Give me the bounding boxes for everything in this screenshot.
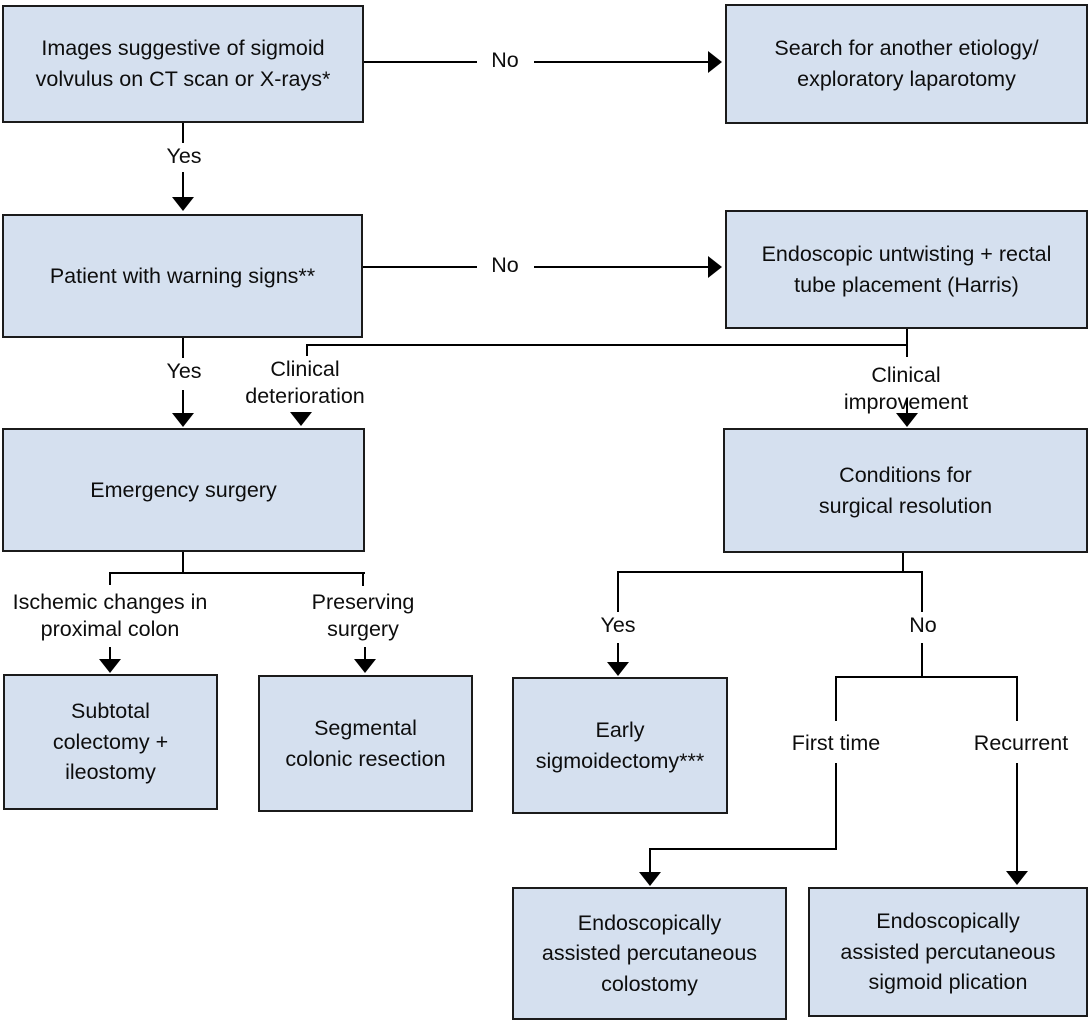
- node-emergency-surgery: Emergency surgery: [2, 428, 365, 552]
- edge-no-to-colostomy: [835, 763, 837, 849]
- edge-conditions-to-early: [617, 643, 619, 662]
- arrowhead-down-icon: [172, 413, 194, 427]
- edge-no-to-colostomy: [649, 848, 837, 850]
- edge-label-yes-conditions: Yes: [600, 613, 636, 637]
- arrowhead-down-icon: [639, 872, 661, 886]
- arrowhead-right-icon: [708, 51, 722, 73]
- edge-no-to-plication: [1016, 676, 1018, 721]
- edge-emergency-branch: [182, 552, 184, 573]
- arrowhead-down-icon: [290, 412, 312, 426]
- edge-label-recurrent: Recurrent: [973, 731, 1069, 755]
- arrowhead-down-icon: [99, 659, 121, 673]
- edge-emergency-to-subtotal: [109, 572, 111, 585]
- edge-conditions-no: [921, 643, 923, 678]
- arrowhead-right-icon: [708, 256, 722, 278]
- edge-no-to-colostomy: [649, 848, 651, 872]
- node-subtotal-colectomy: Subtotal colectomy + ileostomy: [3, 674, 218, 810]
- edge-label-no-imaging: No: [491, 48, 519, 72]
- edge-label-clinical-deterioration: Clinical deterioration: [245, 357, 365, 409]
- edge-imaging-to-search: [364, 61, 477, 63]
- arrowhead-down-icon: [896, 413, 918, 427]
- edge-warning-to-emergency: [182, 390, 184, 413]
- edge-emergency-to-segmental: [364, 647, 366, 659]
- edge-endoscopic-to-conditions: [906, 398, 908, 413]
- edge-emergency-to-subtotal: [109, 647, 111, 659]
- edge-label-yes-imaging: Yes: [166, 144, 202, 168]
- edge-conditions-no: [921, 571, 923, 612]
- edge-no-branch: [836, 676, 1018, 678]
- edge-endoscopic-to-emergency: [306, 344, 308, 356]
- edge-warning-to-endoscopic: [534, 266, 708, 268]
- edge-label-no-conditions: No: [909, 613, 937, 637]
- edge-emergency-branch: [109, 572, 365, 574]
- edge-endoscopic-stem: [906, 329, 908, 357]
- node-segmental-resection: Segmental colonic resection: [258, 675, 473, 812]
- node-early-sigmoidectomy: Early sigmoidectomy***: [512, 677, 728, 814]
- arrowhead-down-icon: [1006, 871, 1028, 885]
- node-endoscopic-untwisting: Endoscopic untwisting + rectal tube plac…: [725, 210, 1088, 329]
- node-sigmoid-plication: Endoscopically assisted percutaneous sig…: [808, 887, 1088, 1017]
- arrowhead-down-icon: [172, 197, 194, 211]
- edge-emergency-to-segmental: [362, 572, 364, 586]
- edge-conditions-to-early: [617, 571, 619, 612]
- edge-no-to-colostomy: [835, 676, 837, 721]
- edge-warning-to-emergency: [182, 338, 184, 358]
- edge-label-ischemic: Ischemic changes in proximal colon: [12, 590, 208, 642]
- edge-imaging-to-search: [534, 61, 710, 63]
- edge-label-first-time: First time: [791, 731, 881, 755]
- arrowhead-down-icon: [354, 659, 376, 673]
- edge-label-preserving: Preserving surgery: [311, 590, 415, 642]
- node-warning-signs: Patient with warning signs**: [2, 214, 363, 338]
- edge-endoscopic-to-emergency: [306, 344, 908, 346]
- edge-label-yes-warning: Yes: [166, 359, 202, 383]
- edge-imaging-to-warning: [182, 123, 184, 143]
- edge-label-no-warning: No: [491, 253, 519, 277]
- arrowhead-down-icon: [607, 662, 629, 676]
- node-imaging: Images suggestive of sigmoid volvulus on…: [2, 5, 364, 123]
- node-conditions-surgical: Conditions for surgical resolution: [723, 428, 1088, 553]
- node-search-etiology: Search for another etiology/ exploratory…: [725, 4, 1088, 124]
- edge-warning-to-endoscopic: [363, 266, 477, 268]
- node-percutaneous-colostomy: Endoscopically assisted percutaneous col…: [512, 887, 787, 1020]
- edge-conditions-branch: [617, 571, 923, 573]
- edge-no-to-plication: [1016, 763, 1018, 871]
- edge-label-clinical-improvement: Clinical improvement: [844, 363, 968, 414]
- edge-imaging-to-warning: [182, 172, 184, 197]
- edge-conditions-branch: [902, 553, 904, 572]
